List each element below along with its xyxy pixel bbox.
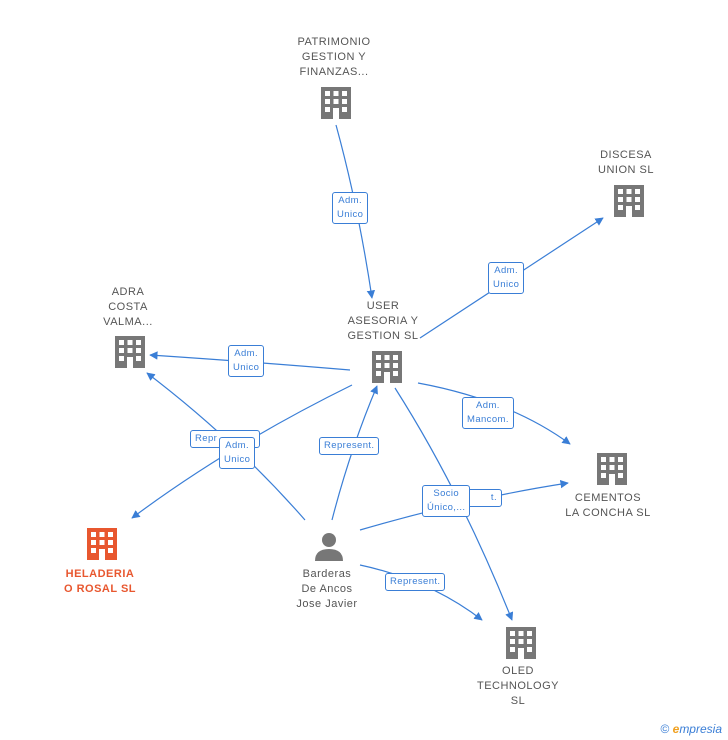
edge-label-barderas-cementos[interactable]: t.	[466, 489, 502, 507]
edge-label-user-cementos[interactable]: Adm. Mancom.	[462, 397, 514, 429]
edge-label-barderas-user[interactable]: Represent.	[319, 437, 380, 455]
node-heladeria[interactable]: HELADERIA O ROSAL SL	[63, 568, 137, 595]
copyright-symbol: ©	[660, 722, 670, 736]
edge-label-user-heladeria[interactable]: Adm. Unico	[219, 437, 256, 469]
empresia-e-icon: e	[672, 722, 680, 736]
node-patrimonio[interactable]: PATRIMONIO GESTION Y FINANZAS...	[297, 36, 371, 78]
empresia-logo[interactable]: © empresia	[660, 722, 722, 736]
building-icon	[372, 351, 402, 383]
brand-name: mpresia	[679, 722, 722, 736]
edge-label-patrimonio-user[interactable]: Adm. Unico	[332, 192, 369, 224]
edge-label-user-discesa[interactable]: Adm. Unico	[488, 262, 525, 294]
building-icon	[115, 336, 145, 368]
edge-label-user-adra[interactable]: Adm. Unico	[228, 345, 265, 377]
building-icon	[506, 627, 536, 659]
building-icon	[87, 528, 117, 560]
edge-label-barderas-oled[interactable]: Represent.	[385, 573, 446, 591]
node-user[interactable]: USER ASESORIA Y GESTION SL	[347, 300, 419, 342]
building-icon	[614, 185, 644, 217]
person-icon	[315, 533, 343, 561]
node-discesa[interactable]: DISCESA UNION SL	[598, 149, 654, 176]
node-cementos[interactable]: CEMENTOS LA CONCHA SL	[565, 492, 651, 519]
building-icon	[597, 453, 627, 485]
building-icon	[321, 87, 351, 119]
node-oled[interactable]: OLED TECHNOLOGY SL	[476, 665, 559, 707]
node-adra[interactable]: ADRA COSTA VALMA...	[103, 286, 153, 328]
node-barderas[interactable]: Barderas De Ancos Jose Javier	[296, 568, 358, 610]
edge-label-user-oled[interactable]: Socio Único,...	[422, 485, 471, 517]
